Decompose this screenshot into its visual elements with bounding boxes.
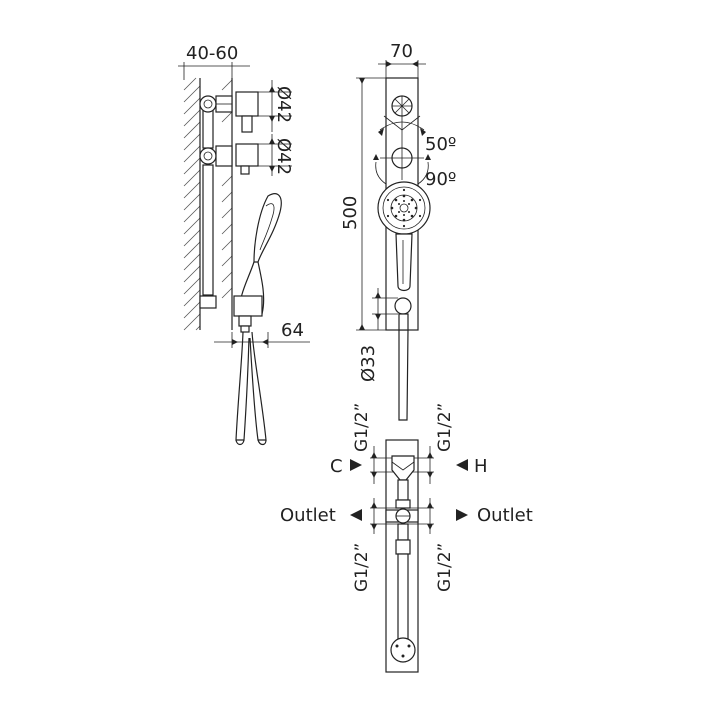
- valve-body-view: G1/2” G1/2” C H G1/2” G: [280, 403, 533, 673]
- diam-mid-label: Ø42: [273, 138, 294, 175]
- inlet-connections: G1/2” G1/2”: [352, 403, 455, 509]
- side-view: 40-60: [178, 43, 310, 446]
- projection-label: 64: [281, 320, 304, 341]
- width-label: 70: [390, 41, 413, 62]
- width-dimension: 70: [378, 41, 426, 78]
- middle-knob: 90º: [373, 146, 456, 190]
- thread-bottom-left-label: G1/2”: [352, 543, 372, 592]
- outlet-right-marker: Outlet: [456, 505, 533, 526]
- outlet-right-label: Outlet: [477, 505, 533, 526]
- cold-inlet-marker: C: [330, 456, 362, 477]
- thread-top-left-label: G1/2”: [352, 403, 372, 452]
- rotation-1-label: 50º: [425, 134, 456, 155]
- cold-label: C: [330, 456, 343, 477]
- front-view: 70 500 50º: [340, 41, 456, 421]
- thread-top-right-label: G1/2”: [435, 403, 455, 452]
- diam-holder-label: Ø33: [358, 345, 379, 382]
- rotation-2-label: 90º: [425, 169, 456, 190]
- side-handshower: [233, 193, 282, 446]
- hot-inlet-marker: H: [456, 456, 488, 477]
- hot-label: H: [474, 456, 488, 477]
- outlet-left-marker: Outlet: [280, 505, 362, 526]
- top-knob: 50º: [378, 95, 456, 155]
- side-valves: Ø42 Ø42: [235, 80, 294, 176]
- height-dimension: 500: [340, 77, 386, 331]
- wall-depth-label: 40-60: [186, 43, 238, 64]
- wall-pipe: [199, 95, 233, 309]
- thread-bottom-right-label: G1/2”: [435, 543, 455, 592]
- height-label: 500: [340, 196, 361, 230]
- lower-pipe: [390, 553, 416, 663]
- projection-dimension: 64: [214, 320, 310, 348]
- wall-hatch: [183, 77, 233, 331]
- wall-depth-dimension: 40-60: [178, 43, 250, 80]
- front-holder: Ø33: [358, 288, 412, 421]
- shower-head: [377, 181, 431, 292]
- outlet-connections: G1/2” G1/2”: [352, 498, 455, 592]
- outlet-left-label: Outlet: [280, 505, 336, 526]
- diam-top-label: Ø42: [273, 86, 294, 123]
